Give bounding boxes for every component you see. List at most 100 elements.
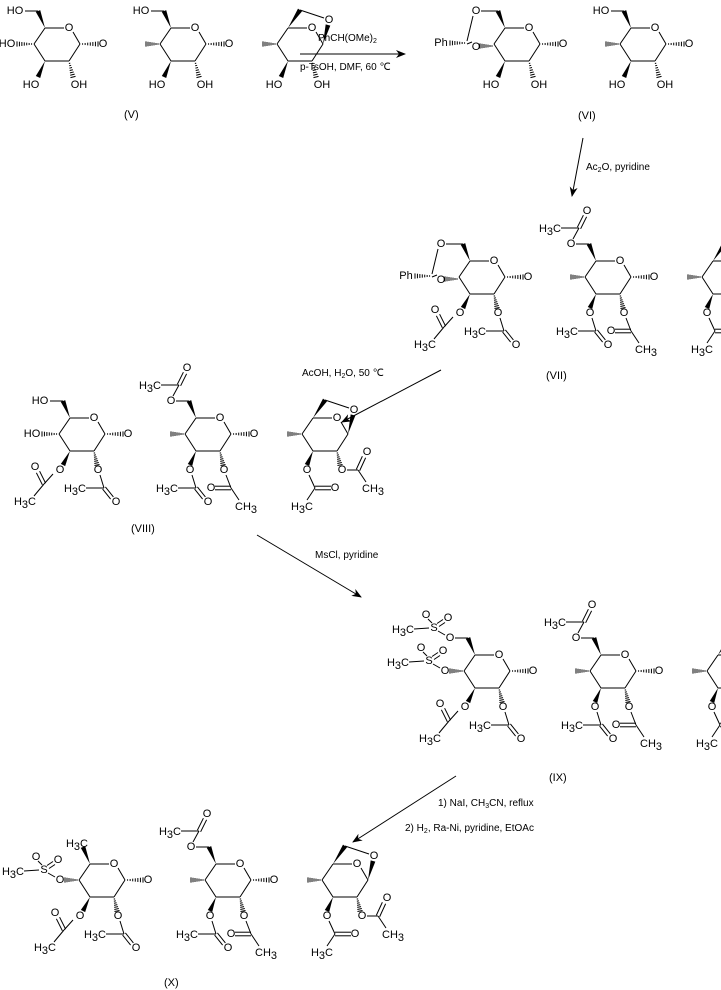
methyl-label: H3C [387, 657, 409, 672]
glycosidic-oxygen: O [650, 271, 659, 283]
hashed-bond [16, 41, 33, 47]
wedge-bond [60, 451, 70, 467]
carbonyl-oxygen: O [331, 482, 340, 494]
hydroxyl-group: HO [483, 79, 500, 91]
carbonyl-oxygen: O [612, 719, 621, 731]
bond [211, 920, 217, 935]
ester-oxygen: O [572, 632, 581, 644]
methyl-label: H3C [539, 223, 561, 238]
methyl-label: H3C [64, 483, 86, 498]
bond [97, 421, 106, 435]
reagent-text: O, 50 ℃ [345, 368, 384, 379]
ring-oxygen: O [236, 858, 245, 870]
compound-label-ix: (IX) [549, 772, 567, 784]
double-bond [597, 329, 606, 341]
methyl-label: H3C [176, 929, 198, 944]
wedge-bond [709, 688, 718, 703]
ring-oxygen: O [490, 255, 499, 267]
double-bond [125, 932, 134, 944]
carbonyl-oxygen: O [227, 928, 236, 940]
methyl-label: CH3 [640, 738, 662, 753]
reagent-subscript: 2 [597, 167, 602, 174]
carbonyl-oxygen: O [607, 325, 616, 337]
bond [466, 41, 473, 45]
hydroxyl-group: OH [197, 79, 214, 91]
wedge-bond [621, 10, 631, 28]
double-bond [194, 488, 203, 500]
compound-label-vi: (VI) [578, 110, 596, 122]
hydroxyl-group: HO [0, 38, 16, 50]
hashed-bond [190, 877, 204, 883]
bond [99, 474, 105, 489]
ester-oxygen: O [703, 307, 712, 319]
methyl-label: H3C [469, 720, 491, 735]
glycosidic-oxygen: O [250, 428, 259, 440]
double-bond [438, 622, 446, 627]
hashed-bond [507, 274, 524, 280]
methyl-label: H3C [291, 501, 313, 516]
carbonyl-oxygen: O [363, 446, 372, 458]
reagent-step5-line2: 2) H2, Ra-Ni, pyridine, EtOAc [405, 823, 534, 835]
ester-oxygen: O [499, 701, 508, 713]
bond [340, 421, 349, 435]
bond [311, 43, 324, 62]
reagent-step3: AcOH, H2O, 50 ℃ [302, 368, 384, 380]
double-bond [214, 934, 223, 946]
bond [68, 43, 81, 62]
sulfur-atom: S [40, 864, 47, 876]
wedge-bond [288, 8, 302, 28]
sulfonyl-oxygen: O [444, 612, 453, 624]
bond [658, 31, 667, 45]
bond [308, 474, 316, 489]
reagent-step2: Ac2O, pyridine [586, 162, 650, 174]
ester-oxygen: O [338, 464, 347, 476]
bridge-oxygen: O [350, 404, 359, 416]
acetal-oxygen: O [437, 274, 446, 286]
reagent-step1-top: PhCH(OMe)2 [318, 33, 377, 45]
hashed-bond [605, 41, 619, 47]
glycosidic-oxygen: O [225, 38, 234, 50]
ester-oxygen: O [620, 307, 629, 319]
carbonyl-oxygen: O [224, 942, 233, 954]
double-bond [580, 216, 588, 230]
wedge-bond [587, 294, 596, 309]
double-bond [55, 918, 63, 932]
double-bond [444, 707, 452, 721]
reagent-text: O, pyridine [601, 162, 650, 173]
wedge-bond [718, 649, 721, 655]
methyl-label: H3C [561, 720, 583, 735]
carbonyl-oxygen: O [183, 362, 192, 374]
methyl-label: CH3 [635, 344, 657, 359]
ring-oxygen: O [621, 649, 630, 661]
bond [301, 433, 314, 452]
bond [619, 43, 632, 62]
carbonyl-oxygen: O [203, 808, 212, 820]
glycosidic-oxygen: O [124, 428, 133, 440]
bond [572, 227, 580, 240]
sulfonyl-oxygen: O [54, 854, 63, 866]
hydroxyl-group: OH [314, 79, 331, 91]
bond [78, 863, 91, 881]
arrow-viii-to-ix [256, 534, 362, 598]
ring-oxygen: O [353, 858, 362, 870]
hydroxyl-group: HO [266, 79, 283, 91]
methyl-label: CH3 [235, 501, 257, 516]
bond [463, 654, 476, 672]
bond [630, 330, 640, 344]
bond [53, 929, 65, 943]
bond [223, 421, 232, 435]
bond [58, 417, 71, 435]
hashed-bond [194, 62, 202, 79]
hashed-bond [41, 431, 58, 437]
bond [433, 326, 445, 340]
hashed-bond [512, 668, 529, 674]
ring-oxygen: O [333, 412, 342, 424]
ester-oxygen: O [461, 701, 470, 713]
wedge-bond [704, 294, 713, 309]
glycosidic-oxygen: O [99, 38, 108, 50]
double-bond [176, 371, 184, 385]
wedge-bond [713, 245, 721, 261]
bond [33, 27, 46, 45]
ester-oxygen: O [94, 464, 103, 476]
